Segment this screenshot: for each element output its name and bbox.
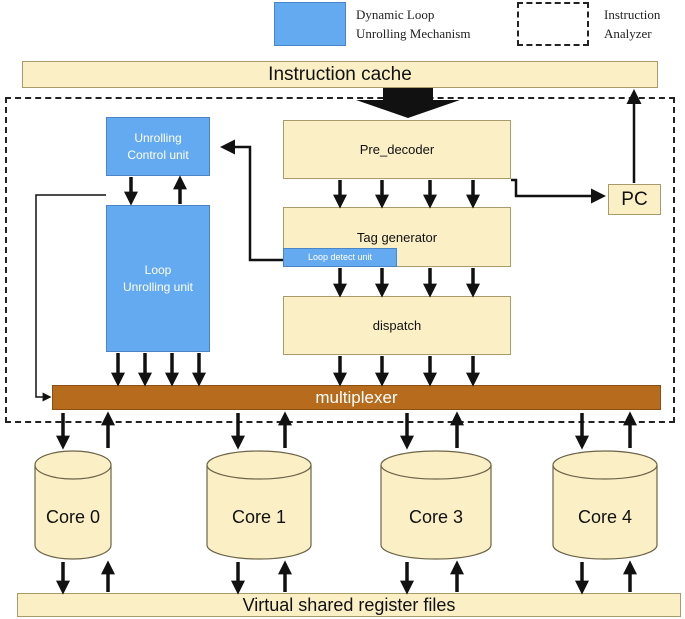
cache-to-predecoder-arrow [356, 88, 460, 118]
multiplexer: multiplexer [52, 385, 661, 410]
legend-blue-label: Dynamic Loop Unrolling Mechanism [356, 7, 471, 41]
loop-detect-unit-label: Loop detect unit [307, 252, 373, 263]
dispatch-label: dispatch [372, 318, 422, 333]
core-0-label: Core 0 [46, 507, 100, 527]
pc-block: PC [608, 184, 661, 215]
virtual-register-files-label: Virtual shared register files [242, 594, 456, 615]
legend-dashed-swatch [517, 2, 589, 46]
pre-decoder-label: Pre_decoder [359, 142, 435, 157]
instruction-analyzer-region [5, 97, 675, 423]
tag-generator-label: Tag generator [356, 230, 438, 245]
pre-decoder-block: Pre_decoder [283, 120, 511, 179]
core-3 [380, 450, 492, 560]
instruction-cache: Instruction cache [22, 61, 658, 88]
legend-dashed-label: Instruction Analyzer [604, 7, 661, 41]
core-1 [206, 450, 312, 560]
loop-detect-unit: Loop detect unit [283, 248, 397, 267]
core-1-label: Core 1 [232, 507, 286, 527]
loop-unrolling-unit-label: Loop Unrolling unit [122, 263, 194, 294]
virtual-register-files: Virtual shared register files [17, 593, 681, 617]
arrow-predecoder-to-pc [511, 178, 606, 204]
multiplexer-label: multiplexer [315, 387, 398, 407]
unrolling-control-unit-label: Unrolling Control unit [127, 131, 189, 162]
core-0 [34, 450, 112, 560]
arrow-loopdetect-to-ucu [220, 139, 283, 262]
core-3-label: Core 3 [409, 507, 463, 527]
pc-label: PC [621, 188, 648, 210]
core-4 [552, 450, 658, 560]
instruction-cache-label: Instruction cache [268, 63, 412, 85]
loop-unrolling-unit: Loop Unrolling unit [106, 205, 210, 352]
legend-blue-swatch [274, 2, 346, 46]
dispatch-block: dispatch [283, 296, 511, 355]
arrow-ucu-to-mux [35, 194, 106, 402]
core-4-label: Core 4 [578, 507, 632, 527]
unrolling-control-unit: Unrolling Control unit [106, 117, 210, 176]
